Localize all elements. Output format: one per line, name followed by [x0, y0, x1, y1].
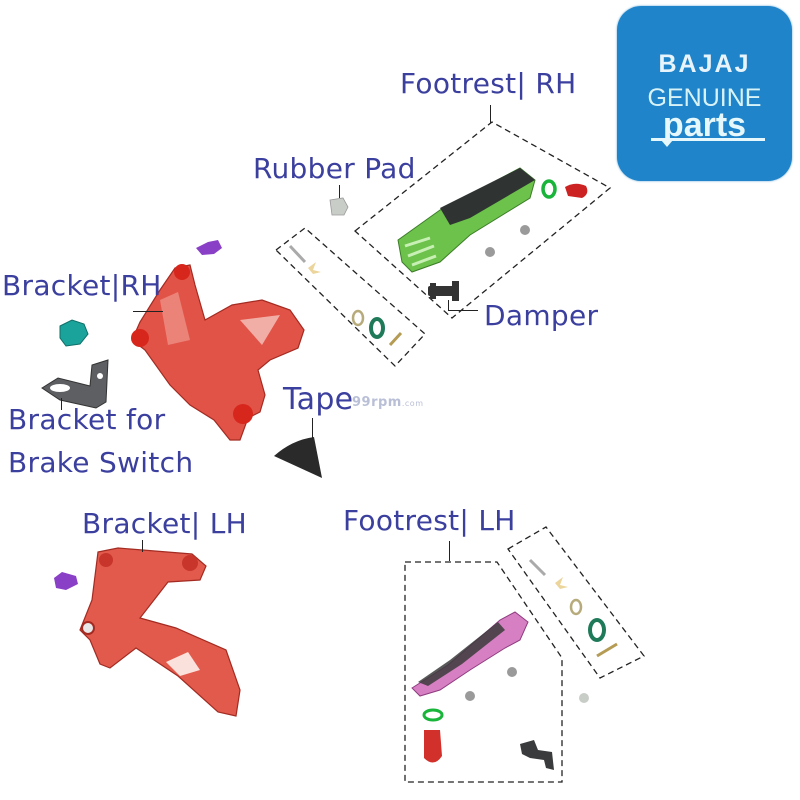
watermark-text: 99rpm: [352, 395, 402, 410]
leader-bracket-rh: [133, 311, 163, 312]
bolt-teal: [59, 319, 89, 347]
leader-damper-v: [448, 300, 449, 310]
footrest-lh-group-outline: [404, 561, 563, 783]
footrest-rh-part: [397, 167, 588, 273]
leader-bracket-lh: [142, 540, 143, 552]
tape-part: [274, 437, 322, 478]
label-footrest-lh: Footrest| LH: [343, 504, 516, 537]
label-damper: Damper: [484, 299, 599, 332]
label-bracket-rh: Bracket|RH: [2, 269, 162, 302]
footrest-lh-part: [411, 611, 554, 770]
leader-footrest-lh: [449, 541, 450, 561]
footrest-lh-pin-group-outline: [507, 526, 645, 679]
bracket-rh-part: [131, 264, 305, 441]
leader-tape: [312, 418, 313, 438]
bracket-brake-switch-part: [41, 359, 109, 409]
label-bracket-brake-switch-1: Bracket for: [8, 403, 166, 436]
rubber-pad-lh-part: [579, 693, 589, 703]
logo-underline: [651, 138, 765, 141]
bajaj-genuine-parts-logo: BAJAJ GENUINE parts: [617, 6, 792, 181]
logo-brand: BAJAJ: [658, 50, 751, 78]
damper-part: [428, 281, 459, 301]
watermark: 99rpm.com: [352, 395, 424, 410]
logo-check-icon: [661, 140, 673, 147]
bolt-lh-purple: [54, 572, 78, 590]
leader-rubber-pad: [339, 185, 340, 198]
label-rubber-pad: Rubber Pad: [253, 152, 416, 185]
label-tape: Tape: [283, 382, 354, 417]
logo-genuine: GENUINE: [647, 84, 762, 112]
leader-damper-h: [448, 310, 478, 311]
logo-parts: parts: [662, 106, 747, 144]
label-bracket-lh: Bracket| LH: [82, 507, 247, 540]
footrest-rh-group-outline: [353, 121, 612, 319]
bracket-lh-part: [79, 547, 241, 717]
rubber-pad-part: [329, 197, 349, 216]
bolt-rh-purple: [196, 240, 222, 255]
label-footrest-rh: Footrest| RH: [400, 67, 577, 100]
footrest-rh-pin-group-outline: [275, 227, 426, 367]
watermark-suffix: .com: [401, 399, 424, 408]
leader-footrest-rh: [490, 105, 491, 123]
leader-bracket-brake-switch: [61, 398, 62, 410]
label-bracket-brake-switch-2: Brake Switch: [8, 446, 194, 479]
